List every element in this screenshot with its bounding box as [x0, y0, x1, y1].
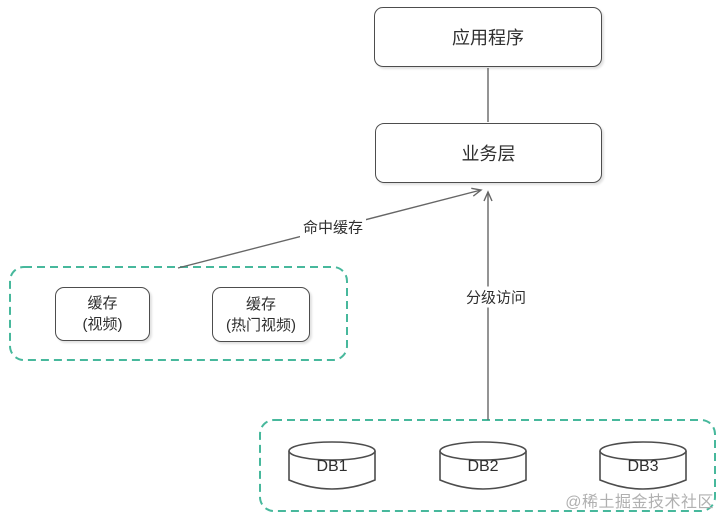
- db3-cylinder-icon: [599, 441, 687, 490]
- node-application-label: 应用程序: [452, 28, 524, 48]
- db2-cylinder-icon: [439, 441, 527, 490]
- db2-label: DB2: [467, 458, 499, 475]
- node-cache-hot-video-label: 缓存 (热门视频): [226, 295, 296, 334]
- db1-label: DB1: [316, 458, 348, 475]
- node-business-layer-label: 业务层: [461, 144, 516, 164]
- edge-label-hit-cache: 命中缓存: [299, 216, 367, 238]
- db1-cylinder-icon: [288, 441, 376, 490]
- node-application: 应用程序: [374, 7, 602, 67]
- cache-group-border: [9, 266, 348, 361]
- db3-label: DB3: [627, 458, 659, 475]
- node-cache-video-label: 缓存 (视频): [82, 295, 123, 333]
- node-cache-video: 缓存 (视频): [55, 287, 150, 341]
- watermark: @稀土掘金技术社区: [565, 494, 714, 511]
- node-cache-hot-video: 缓存 (热门视频): [212, 287, 310, 342]
- edge-label-tiered-access: 分级访问: [462, 286, 530, 308]
- node-business-layer: 业务层: [375, 123, 602, 183]
